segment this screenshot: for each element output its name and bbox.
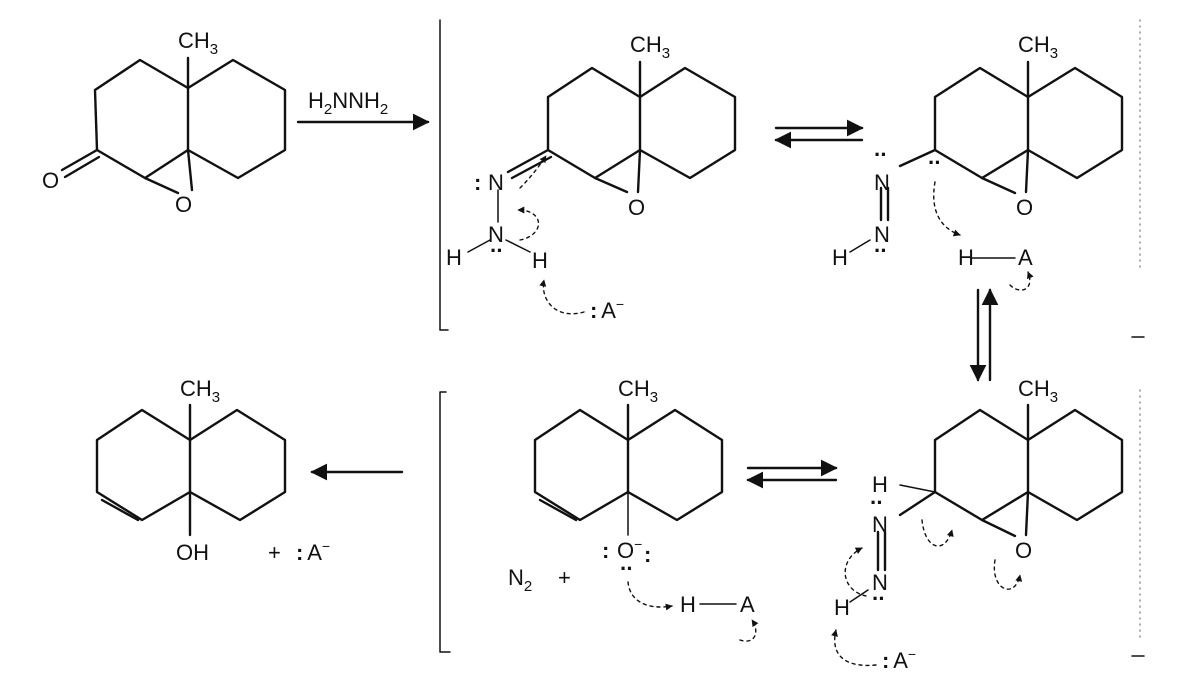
label-part: :: [882, 648, 888, 673]
label-part: H: [308, 88, 324, 113]
methyl-label: CH3: [1018, 376, 1058, 406]
lone-pair-dots: ··: [874, 238, 887, 263]
methyl-label: CH3: [630, 32, 670, 62]
page-edge-marks: [1131, 19, 1145, 657]
epoxy-ketone-starting-material: CH3 O O: [42, 28, 287, 217]
methyl-label: CH3: [1018, 32, 1058, 62]
label-part: 3: [212, 389, 220, 406]
hydrogen-label: H: [446, 245, 462, 270]
diazene-nitrogen-label: N: [872, 512, 888, 537]
label-part: CH: [1018, 32, 1050, 57]
reagent-arrow: H2NNH2: [296, 88, 430, 131]
hydrazone-intermediate: CH3 O N : N ·· H H : A−: [446, 32, 737, 323]
lone-pair-dots: ··: [490, 238, 503, 263]
label-part: CH: [630, 32, 662, 57]
nitrogen-gas-label: N2: [508, 565, 532, 595]
hydrogen-label: H: [872, 472, 888, 497]
lone-pair-dots: ··: [870, 490, 883, 515]
allylic-alcohol-product: CH3 OH + : A−: [95, 376, 330, 565]
equilibrium-arrows: [746, 459, 838, 489]
vertical-equilibrium-arrows: [969, 288, 999, 382]
label-part: 2: [524, 578, 532, 595]
reagent-label: H2NNH2: [308, 88, 388, 118]
label-part: 3: [210, 41, 218, 58]
label-part: 3: [650, 389, 658, 406]
label-part: A: [307, 540, 322, 565]
epoxide-oxygen-label: O: [175, 192, 192, 217]
methyl-label: CH3: [618, 376, 658, 406]
acid-label: A: [1018, 245, 1033, 270]
diazene-nitrogen-label: N: [872, 570, 888, 595]
diazene-nitrogen-label: N: [874, 170, 890, 195]
intermediate-bracket: [439, 391, 451, 653]
label-part: NNH: [332, 88, 380, 113]
epoxide-oxygen-label: O: [1016, 195, 1033, 220]
alkoxide-intermediate: CH3 O− : : ·· N2 + H A: [508, 376, 759, 642]
lone-pair-dots: ··: [620, 556, 633, 581]
label-part: −: [322, 538, 330, 554]
hydrogen-label: H: [680, 592, 696, 617]
label-part: :: [296, 540, 302, 565]
epoxide-oxygen-label: O: [1015, 538, 1032, 563]
lone-pair-dots: :: [474, 170, 480, 195]
lone-pair-dots: ··: [874, 142, 887, 167]
label-part: 3: [1050, 45, 1058, 62]
acid-label: A: [740, 592, 755, 617]
epoxide-oxygen-label: O: [628, 195, 645, 220]
methyl-label: CH3: [180, 376, 220, 406]
hydrogen-label: H: [958, 245, 974, 270]
base-label: : A−: [296, 538, 330, 565]
hydrogen-label: H: [532, 248, 548, 273]
label-part: 2: [380, 101, 388, 118]
amine-nitrogen-label: N: [488, 222, 504, 247]
lone-pair-dots: :: [644, 542, 650, 567]
lone-pair-dots: ··: [872, 586, 885, 611]
diazene-intermediate: CH3 O N ·· N ·· H ·· H A: [832, 32, 1124, 291]
base-label: : A−: [590, 296, 624, 323]
label-part: CH: [618, 376, 650, 401]
label-part: CH: [180, 376, 212, 401]
hydroxyl-label: OH: [176, 540, 209, 565]
label-part: N: [508, 565, 524, 590]
alkoxide-oxygen-label: O−: [617, 536, 642, 563]
label-part: 3: [1050, 389, 1058, 406]
hydrogen-label: H: [834, 595, 850, 620]
intermediate-bracket: [439, 19, 449, 331]
lone-pair-dots: :: [602, 538, 608, 563]
label-part: −: [634, 536, 642, 552]
methyl-label: CH3: [178, 28, 218, 58]
carbonyl-oxygen-label: O: [42, 168, 59, 193]
diazene-nitrogen-label: N: [874, 222, 890, 247]
label-part: 2: [324, 101, 332, 118]
plus-sign: +: [558, 565, 571, 590]
imine-nitrogen-label: N: [488, 170, 504, 195]
label-part: 3: [662, 45, 670, 62]
label-part: −: [908, 646, 916, 662]
label-part: A: [601, 298, 616, 323]
label-part: O: [617, 538, 634, 563]
label-part: A: [893, 648, 908, 673]
label-part: CH: [178, 28, 210, 53]
base-label: : A−: [882, 646, 916, 673]
plus-sign: +: [268, 540, 281, 565]
label-part: CH: [1018, 376, 1050, 401]
alkyldiazene-intermediate: CH3 H ·· N N ·· H O : A−: [831, 376, 1124, 673]
label-part: :: [590, 298, 596, 323]
carbanion-lone-pair: ··: [928, 150, 941, 175]
equilibrium-arrows: [774, 119, 864, 149]
hydrogen-label: H: [832, 245, 848, 270]
label-part: −: [616, 296, 624, 312]
